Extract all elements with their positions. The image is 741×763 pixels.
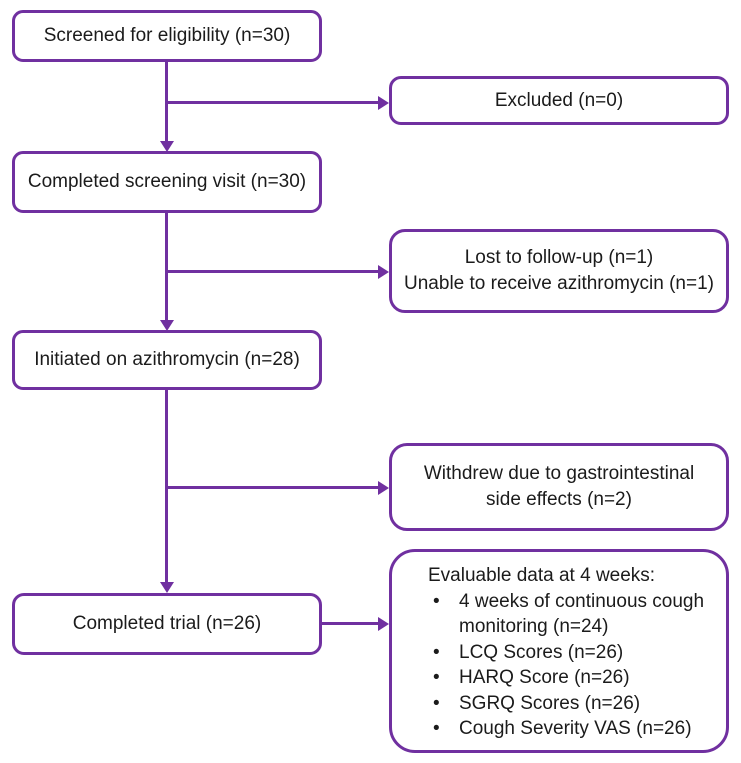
box-withdrew-line-2: side effects (n=2) <box>486 489 632 510</box>
bullet-icon: • <box>433 718 440 739</box>
box-completed-screening-label: Completed screening visit (n=30) <box>27 171 307 192</box>
box-lost-line-2: Unable to receive azithromycin (n=1) <box>404 273 714 294</box>
connector-branch-to-lost-followup <box>166 270 379 273</box>
evaluable-title: Evaluable data at 4 weeks: <box>428 565 656 586</box>
box-screened-eligibility: Screened for eligibility (n=30) <box>12 10 322 62</box>
connector-branch-to-withdrew <box>166 486 379 489</box>
bullet-icon: • <box>433 641 440 663</box>
box-excluded: Excluded (n=0) <box>389 76 729 125</box>
evaluable-content: Evaluable data at 4 weeks: • 4 weeks of … <box>392 552 726 742</box>
box-completed-screening-visit: Completed screening visit (n=30) <box>12 151 322 213</box>
evaluable-item-text: SGRQ Scores (n=26) <box>459 692 641 714</box>
evaluable-item-text: 4 weeks of continuous cough monitoring (… <box>459 590 705 638</box>
connector-completed-trial-to-evaluable <box>321 622 379 625</box>
connector-branch-to-excluded <box>166 101 379 104</box>
box-excluded-label: Excluded (n=0) <box>494 89 624 111</box>
bullet-icon: • <box>433 667 440 688</box>
arrowhead-down-icon <box>160 141 174 152</box>
arrowhead-down-icon <box>160 320 174 331</box>
evaluable-item-text: HARQ Score (n=26) <box>459 667 630 688</box>
box-withdrew-side-effects: Withdrew due to gastrointestinal side ef… <box>389 443 729 531</box>
list-item: • 4 weeks of continuous cough monitoring… <box>433 589 724 640</box>
box-withdrew-line-1: Withdrew due to gastrointestinal <box>423 463 695 484</box>
arrowhead-right-icon <box>378 617 389 631</box>
list-item: • SGRQ Scores (n=26) <box>433 691 724 717</box>
bullet-icon: • <box>433 590 440 612</box>
box-lost-to-followup: Lost to follow-up (n=1) Unable to receiv… <box>389 229 729 313</box>
box-initiated-label: Initiated on azithromycin (n=28) <box>34 349 300 370</box>
box-lost-line-1: Lost to follow-up (n=1) <box>464 247 654 268</box>
bullet-icon: • <box>433 692 440 714</box>
evaluable-item-text: LCQ Scores (n=26) <box>459 641 624 663</box>
box-completed-trial-label: Completed trial (n=26) <box>72 613 262 634</box>
evaluable-item-text: Cough Severity VAS (n=26) <box>459 718 692 739</box>
box-screened-label: Screened for eligibility (n=30) <box>43 25 291 46</box>
box-evaluable-data: Evaluable data at 4 weeks: • 4 weeks of … <box>389 549 729 753</box>
arrowhead-down-icon <box>160 582 174 593</box>
list-item: • HARQ Score (n=26) <box>433 665 724 691</box>
connector-completed-screening-to-initiated <box>165 212 168 321</box>
list-item: • LCQ Scores (n=26) <box>433 640 724 666</box>
arrowhead-right-icon <box>378 96 389 110</box>
box-initiated-azithromycin: Initiated on azithromycin (n=28) <box>12 330 322 390</box>
arrowhead-right-icon <box>378 481 389 495</box>
list-item: • Cough Severity VAS (n=26) <box>433 716 724 742</box>
box-completed-trial: Completed trial (n=26) <box>12 593 322 655</box>
arrowhead-right-icon <box>378 265 389 279</box>
